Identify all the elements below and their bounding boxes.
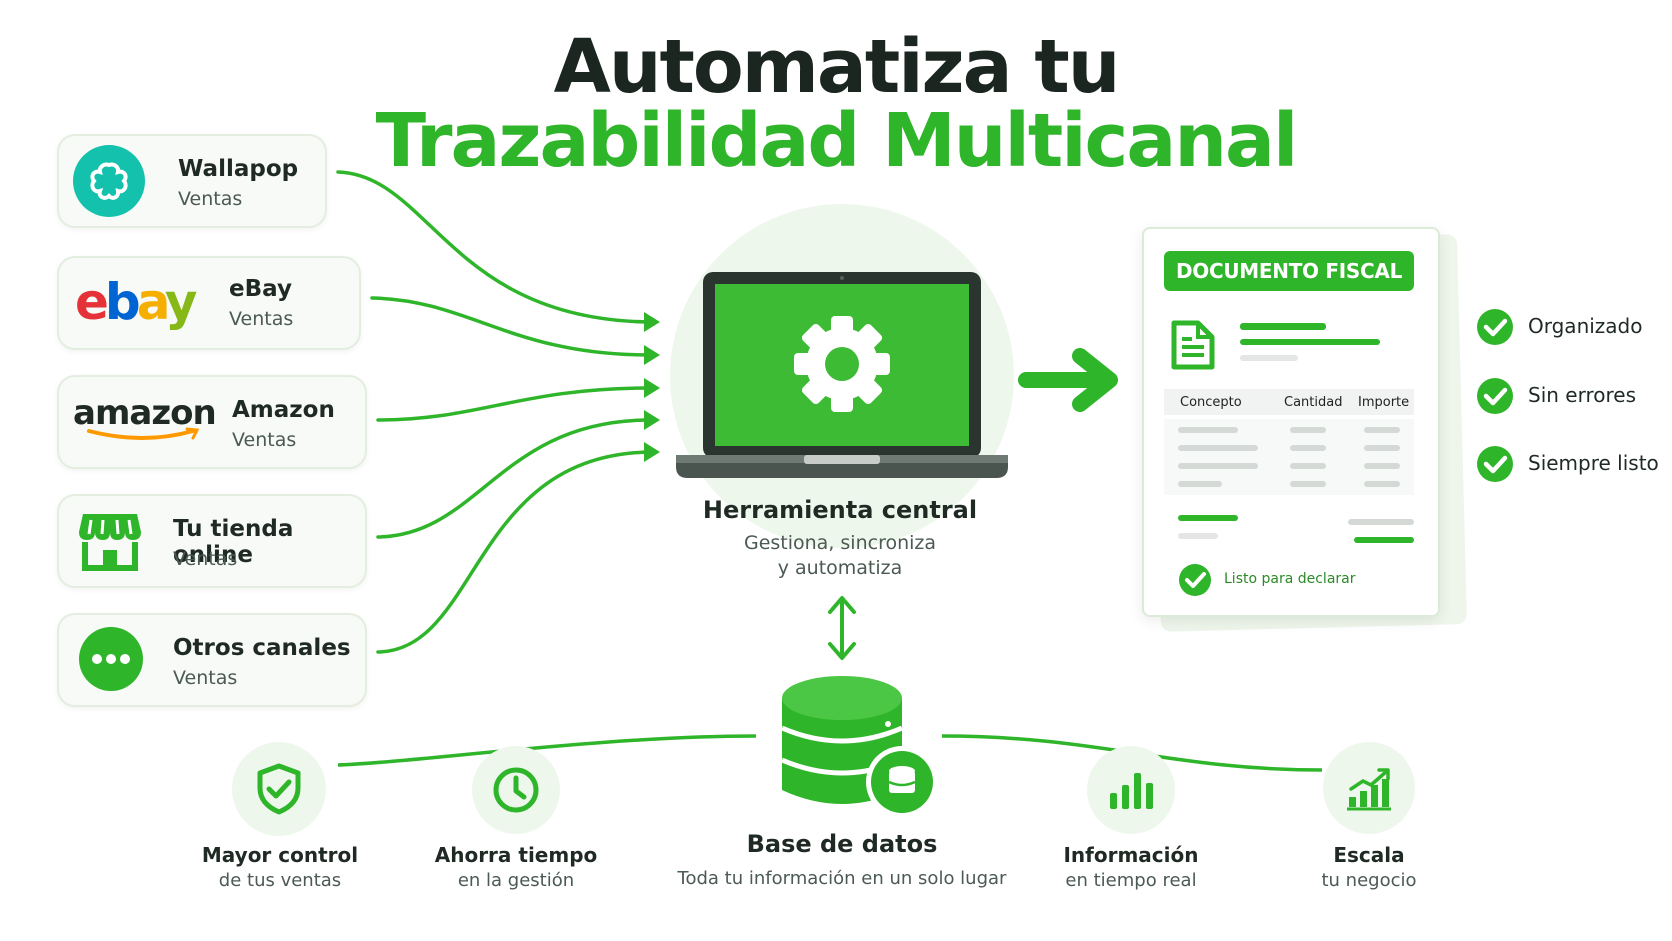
- document-icon: [1171, 320, 1215, 370]
- table-header: [1164, 389, 1414, 415]
- fiscal-document: DOCUMENTO FISCAL Concepto Cantidad Impor…: [1142, 227, 1440, 617]
- ebay-logo-icon: ebay: [75, 273, 197, 331]
- document-banner: DOCUMENTO FISCAL: [1164, 251, 1414, 291]
- bar-chart-icon: [1087, 746, 1175, 834]
- benefit-siempre-listo: Siempre listo: [1528, 451, 1659, 475]
- check-icon: [1179, 564, 1211, 596]
- channel-card-store[interactable]: Tu tienda online Ventas: [57, 494, 367, 588]
- channel-name: Amazon: [232, 397, 335, 423]
- wallapop-logo-icon: [73, 145, 145, 217]
- feature-sub: de tus ventas: [218, 870, 342, 891]
- feature-title: Mayor control: [201, 843, 359, 867]
- document-heading-lines: [1240, 323, 1380, 361]
- gear-icon: [794, 316, 890, 412]
- arrowhead-3: [644, 378, 660, 398]
- feature-sub: en tiempo real: [1065, 870, 1197, 891]
- feature-sub: en la gestión: [457, 870, 575, 891]
- channel-card-amazon[interactable]: amazon Amazon Ventas: [57, 375, 367, 469]
- central-tool-title: Herramienta central: [702, 496, 978, 524]
- sync-arrow-icon: [828, 596, 856, 660]
- channel-card-others[interactable]: Otros canales Ventas: [57, 613, 367, 707]
- arrow-to-document: [1018, 348, 1118, 412]
- title-line-1: Automatiza tu: [553, 24, 1121, 110]
- document-totals: [1178, 515, 1414, 543]
- benefit-organizado: Organizado: [1528, 314, 1643, 338]
- database-title: Base de datos: [746, 830, 938, 858]
- database-icon: [781, 676, 938, 818]
- connector-ebay: [370, 296, 652, 357]
- title-line-2: Trazabilidad Multicanal: [375, 98, 1299, 184]
- channel-sub: Ventas: [178, 188, 243, 210]
- feature-title: Escala: [1333, 843, 1405, 867]
- channel-card-ebay[interactable]: ebay eBay Ventas: [57, 256, 361, 350]
- column-importe: Importe: [1358, 395, 1410, 410]
- channel-name: Otros canales: [173, 635, 351, 661]
- benefit-sin-errores: Sin errores: [1528, 383, 1636, 407]
- channel-sub: Ventas: [173, 548, 238, 570]
- column-cantidad: Cantidad: [1284, 395, 1343, 410]
- channel-sub: Ventas: [232, 429, 297, 451]
- document-status: Listo para declarar: [1224, 571, 1356, 587]
- connector-others: [376, 450, 652, 654]
- connector-wallapop: [336, 170, 652, 324]
- central-tool-sub-2: y automatiza: [777, 557, 903, 579]
- check-icon: [1477, 378, 1513, 414]
- channel-sub: Ventas: [229, 308, 294, 330]
- feature-title: Información: [1063, 843, 1199, 867]
- feature-title: Ahorra tiempo: [434, 843, 598, 867]
- column-concepto: Concepto: [1180, 395, 1242, 410]
- amazon-logo-icon: amazon: [73, 393, 217, 440]
- channel-name: eBay: [229, 276, 292, 302]
- check-icon: [1477, 446, 1513, 482]
- channel-name: Tu tienda online: [173, 516, 294, 568]
- arrowhead-1: [644, 312, 660, 332]
- more-dots-icon: [79, 627, 143, 691]
- growth-chart-icon: [1323, 742, 1415, 834]
- connector-store: [376, 418, 652, 539]
- arrowhead-2: [644, 345, 660, 365]
- clock-icon: [472, 746, 560, 834]
- arrowhead-4: [644, 410, 660, 430]
- connector-amazon: [376, 386, 652, 422]
- table-rows: [1164, 419, 1414, 495]
- channel-name: Wallapop: [178, 156, 299, 182]
- central-tool-sub-1: Gestiona, sincroniza: [743, 532, 937, 554]
- channel-sub: Ventas: [173, 667, 238, 689]
- check-icon: [1477, 309, 1513, 345]
- database-sub: Toda tu información en un solo lugar: [677, 868, 1007, 889]
- feature-sub: tu negocio: [1321, 870, 1417, 891]
- arrowhead-5: [644, 442, 660, 462]
- channel-card-wallapop[interactable]: Wallapop Ventas: [57, 134, 327, 228]
- storefront-icon: [77, 510, 143, 576]
- shield-check-icon: [232, 742, 326, 836]
